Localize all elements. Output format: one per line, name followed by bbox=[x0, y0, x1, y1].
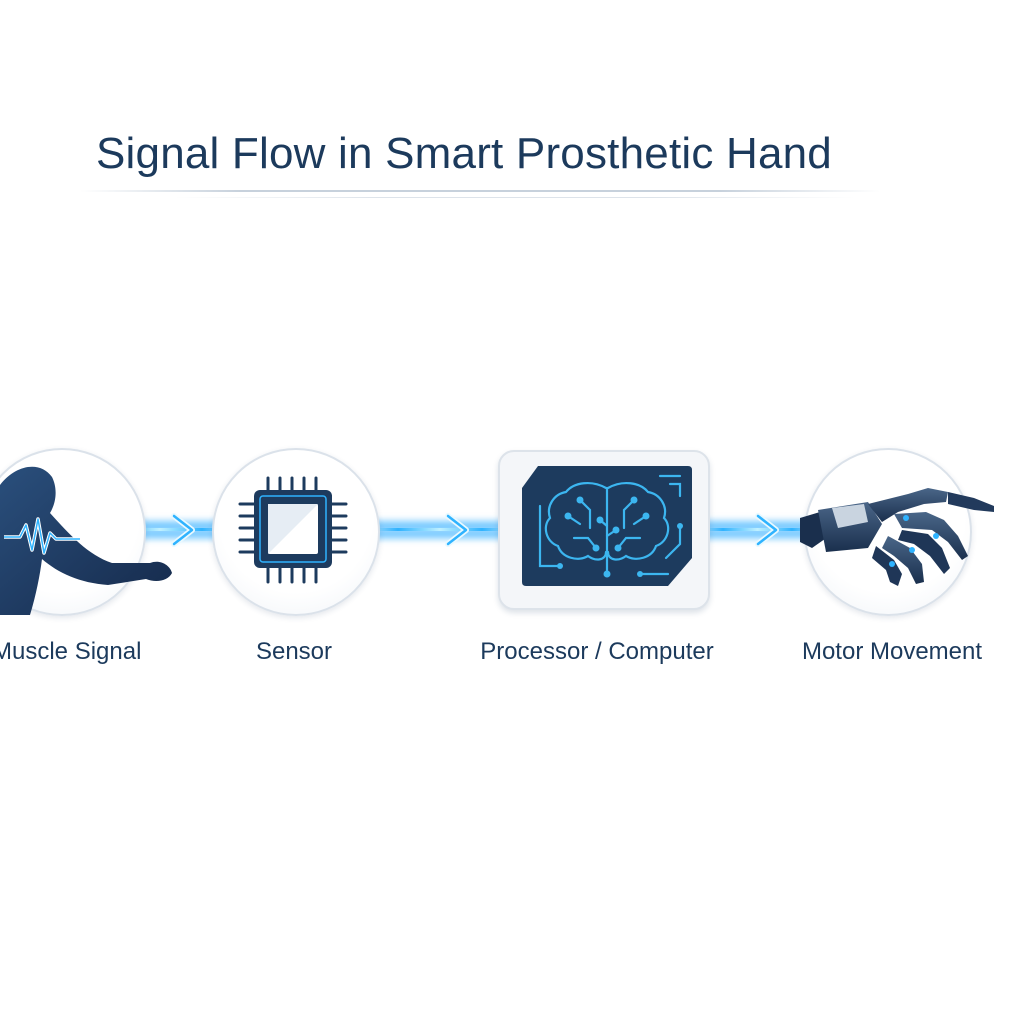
signal-beam-3-core bbox=[700, 528, 815, 531]
diagram-title: Signal Flow in Smart Prosthetic Hand bbox=[96, 129, 832, 178]
title-divider-secondary bbox=[175, 197, 855, 198]
flow-arrow-1-icon bbox=[171, 513, 195, 547]
step-processor-label: Processor / Computer bbox=[480, 638, 714, 665]
step-sensor-label: Sensor bbox=[255, 638, 333, 665]
signal-beam-1-core bbox=[90, 528, 230, 531]
step-muscle-signal-label: Muscle Signal bbox=[0, 638, 142, 665]
title-divider bbox=[80, 190, 880, 192]
step-motor-label: Motor Movement bbox=[801, 638, 983, 665]
signal-beam-2-core bbox=[370, 528, 510, 531]
flow-arrow-3-icon bbox=[755, 513, 779, 547]
sensor-chip-icon bbox=[238, 476, 348, 584]
robotic-hand-icon bbox=[800, 488, 994, 586]
muscle-arm-icon bbox=[0, 466, 172, 615]
flow-arrow-2-icon bbox=[445, 513, 469, 547]
brain-circuit-icon bbox=[522, 466, 692, 586]
